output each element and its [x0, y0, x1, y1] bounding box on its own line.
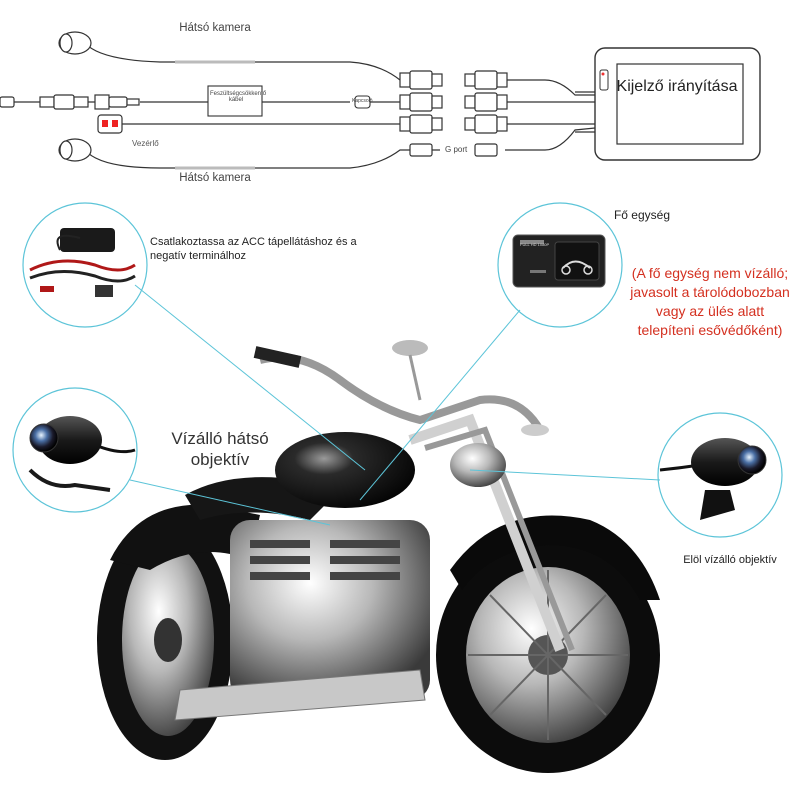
controller-label: Vezérlő — [132, 139, 159, 148]
front-lens-label: Elöl vízálló objektív — [683, 554, 777, 566]
power-cable-label: Feszültségcsökkentő kábel — [210, 91, 267, 103]
rear-lens-label: Vízálló hátsó objektív — [171, 429, 269, 470]
gps-port-label: G port — [445, 145, 468, 154]
motorcycle-illustration — [97, 340, 660, 773]
main-unit-note: (A fő egység nem vízálló; javasolt a tár… — [630, 265, 790, 338]
acc-callout — [22, 202, 366, 471]
rear-camera-top-icon — [58, 31, 92, 55]
rear-camera-top-label: Hátsó kamera — [179, 22, 251, 34]
rear-camera-bottom-icon — [58, 138, 92, 162]
connectors-center — [399, 70, 508, 157]
front-lens-callout — [469, 412, 783, 538]
display-control-label: Kijelző irányítása — [616, 78, 738, 95]
power-module — [207, 85, 263, 117]
main-unit-callout — [359, 202, 623, 501]
acc-callout-text: Csatlakoztassa az ACC tápellátáshoz és a… — [150, 236, 357, 263]
switch-tag-label: Kapcsoló — [352, 98, 373, 104]
display-unit — [575, 47, 761, 161]
rear-lens-callout — [12, 387, 331, 526]
rear-camera-bottom-label: Hátsó kamera — [179, 172, 251, 184]
switch-tag — [354, 95, 371, 109]
main-unit-screen-text: FULL HD 1080P — [520, 242, 550, 247]
main-unit-label: Fő egység — [613, 208, 671, 222]
connectors-left — [0, 94, 140, 134]
